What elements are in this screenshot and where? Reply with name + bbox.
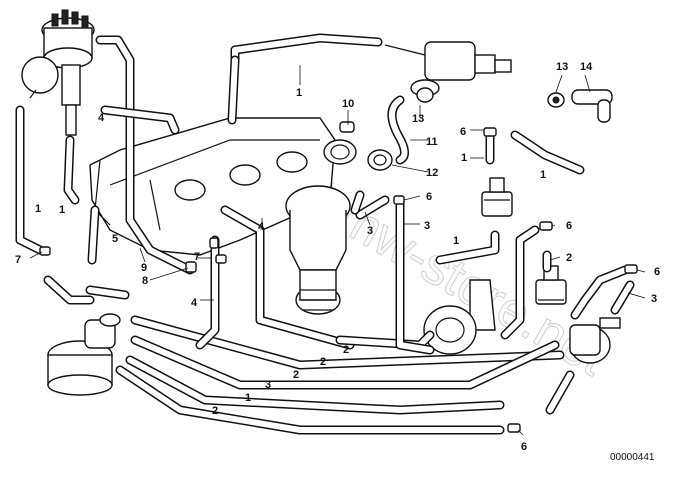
callout-3: 3 (651, 293, 657, 305)
callout-13: 13 (556, 61, 568, 73)
hose-connectors (39, 127, 638, 433)
callout-6: 6 (521, 441, 527, 453)
callout-7: 7 (194, 251, 200, 263)
vacuum-valve-part (481, 177, 513, 217)
callout-1: 1 (35, 203, 41, 215)
elbow-hose-part (387, 95, 409, 165)
distributor-part (21, 9, 95, 136)
callout-1: 1 (540, 169, 546, 181)
callout-1: 1 (245, 392, 251, 404)
callout-9: 9 (141, 262, 147, 274)
connector-sleeve-part (339, 121, 355, 133)
callout-labels: 1 1 1 1 1 1 1 2 2 2 2 2 3 3 3 3 4 4 4 5 … (15, 61, 660, 453)
vacuum-valve-part (535, 265, 567, 305)
callout-2: 2 (212, 405, 218, 417)
callout-6: 6 (426, 191, 432, 203)
callout-5: 5 (112, 233, 118, 245)
callout-1: 1 (59, 204, 65, 216)
t-piece-connector-part (571, 89, 613, 123)
pressure-regulator-part (569, 317, 621, 364)
callout-2: 2 (343, 344, 349, 356)
callout-4: 4 (191, 297, 198, 309)
callout-8: 8 (142, 275, 148, 287)
callout-1: 1 (296, 87, 302, 99)
hose-network (15, 33, 635, 435)
callout-4: 4 (258, 221, 265, 233)
hose-clamp-part (416, 87, 434, 103)
callout-3: 3 (424, 220, 430, 232)
leader-lines (29, 65, 646, 436)
hose-clamp-part (547, 92, 565, 108)
control-valve-part (285, 185, 351, 315)
callout-1: 1 (461, 152, 467, 164)
callout-3: 3 (265, 379, 271, 391)
callout-2: 2 (566, 252, 572, 264)
callout-1: 1 (453, 235, 459, 247)
document-number: 00000441 (610, 452, 655, 463)
callout-7: 7 (15, 254, 21, 266)
callout-3: 3 (367, 225, 373, 237)
callout-6: 6 (654, 266, 660, 278)
callout-13: 13 (412, 113, 424, 125)
intake-manifold-part (89, 117, 357, 256)
diaphragm-unit-part (423, 279, 496, 355)
callout-2: 2 (320, 356, 326, 368)
callout-2: 2 (293, 369, 299, 381)
callout-6: 6 (460, 126, 466, 138)
callout-11: 11 (426, 136, 438, 148)
callout-10: 10 (342, 98, 354, 110)
canister-part (47, 313, 121, 396)
fuel-pump-part (384, 41, 512, 97)
callout-6: 6 (566, 220, 572, 232)
callout-12: 12 (426, 167, 438, 179)
callout-4: 4 (98, 112, 105, 124)
clamp-part (367, 149, 393, 171)
callout-14: 14 (580, 61, 593, 73)
